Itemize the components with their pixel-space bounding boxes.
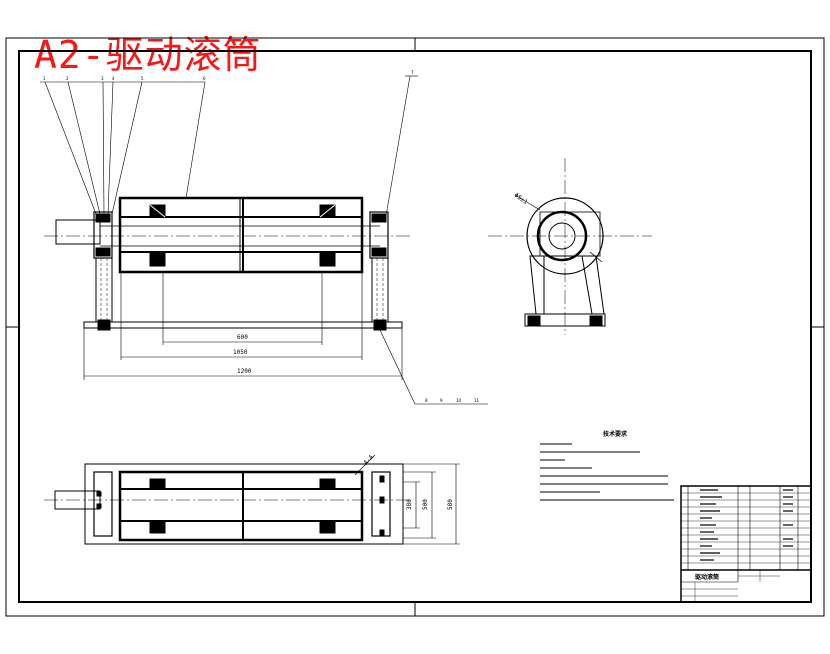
top-leaders <box>40 75 488 405</box>
front-dimensions <box>83 272 403 380</box>
top-dim-outer: 580 <box>447 499 454 510</box>
callout-6: 6 <box>203 76 206 81</box>
dim-600: 600 <box>237 334 248 341</box>
callout-8: 8 <box>425 398 428 403</box>
callout-9: 9 <box>440 398 443 403</box>
title-block-name: 驱动滚筒 <box>695 573 719 581</box>
tech-notes: 技术要求 <box>540 430 674 501</box>
callout-4: 4 <box>112 76 115 81</box>
front-view <box>44 196 412 331</box>
side-view <box>488 158 652 335</box>
callout-2: 2 <box>66 76 69 81</box>
tech-title: 技术要求 <box>603 430 628 438</box>
parts-list-marks <box>700 489 793 561</box>
callout-5: 5 <box>141 76 144 81</box>
callout-7: 7 <box>411 70 414 75</box>
dim-1050: 1050 <box>233 349 248 356</box>
callout-10: 10 <box>456 398 462 403</box>
dim-1200: 1200 <box>237 368 252 375</box>
callout-11: 11 <box>474 398 480 403</box>
top-view <box>44 454 460 545</box>
drawing-title: A2-驱动滚筒 <box>34 33 262 77</box>
side-dim-label: Φ5±1 <box>513 192 529 206</box>
sheet-border <box>5 37 825 617</box>
top-dim-mid: 500 <box>422 499 429 510</box>
callout-1: 1 <box>43 76 46 81</box>
title-block <box>680 485 812 603</box>
top-dim-inner: 380 <box>406 499 413 510</box>
callout-3: 3 <box>101 76 104 81</box>
